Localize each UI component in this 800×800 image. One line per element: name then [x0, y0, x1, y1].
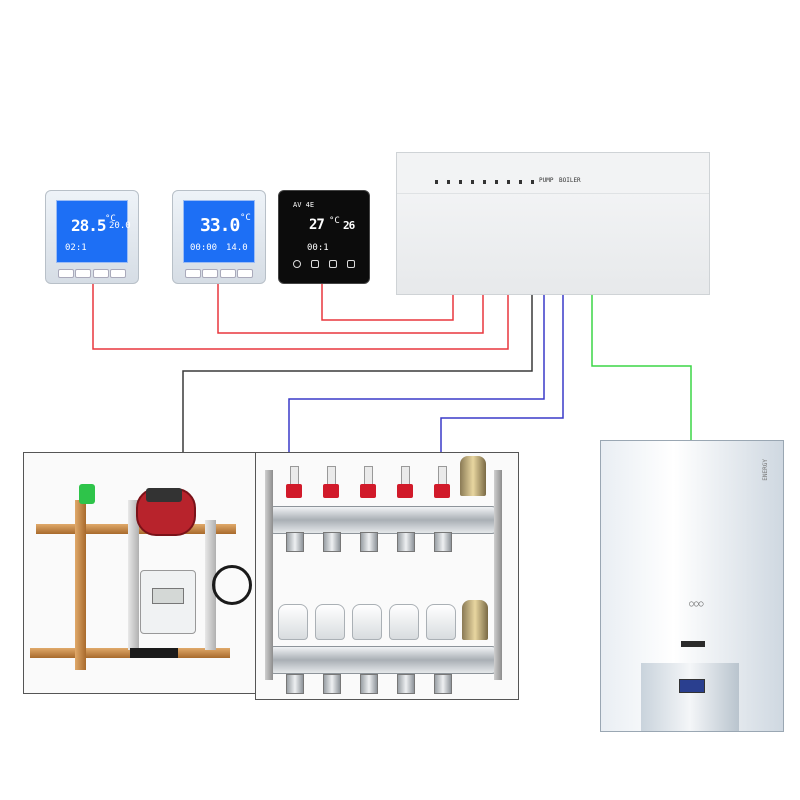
zone-led — [459, 180, 462, 184]
thermal-actuator — [352, 604, 382, 640]
thermostat-1[interactable]: 28.5 °C 20.0 02:1 — [45, 190, 139, 284]
flow-meter — [401, 466, 410, 486]
return-manifold-bar — [268, 646, 498, 674]
boiler-logo — [681, 641, 705, 647]
thermostat-2-button[interactable] — [219, 269, 236, 278]
pump-indicator-label: PUMP — [539, 177, 554, 184]
outlet-fitting — [397, 532, 415, 552]
controller-unit-screen — [152, 588, 184, 604]
flow-meter-valve-icon — [397, 484, 413, 498]
outlet-fitting — [323, 674, 341, 694]
thermostat-1-button[interactable] — [109, 269, 126, 278]
flow-meter-valve-icon — [360, 484, 376, 498]
thermostat-3-buttons[interactable] — [293, 260, 355, 269]
thermostat-1-unit: °C — [105, 214, 116, 224]
zone-led — [531, 180, 534, 184]
thermostat-1-button[interactable] — [58, 269, 74, 278]
mode-icon[interactable] — [311, 260, 319, 268]
thermostat-3-display: AV 4E 27 °C 26 00:1 — [285, 197, 363, 267]
thermostat-2[interactable]: 33.0 °C 00:00 14.0 — [172, 190, 266, 284]
immersion-pipe — [130, 648, 178, 658]
thermostat-2-unit: °C — [240, 213, 251, 223]
boiler-indicator-label: BOILER — [559, 177, 581, 184]
pump-wire — [182, 293, 533, 485]
thermostat-3-time: 00:1 — [307, 243, 329, 253]
flow-meter — [327, 466, 336, 486]
thermostat-2-buttons[interactable] — [185, 269, 253, 278]
zone-led — [447, 180, 450, 184]
controller-lid — [397, 153, 709, 194]
thermostat-2-wire — [217, 282, 484, 334]
outlet-fitting — [360, 532, 378, 552]
supply-manifold-bar — [268, 506, 498, 534]
thermal-actuator — [426, 604, 456, 640]
mixing-valve-cap-icon — [79, 484, 95, 504]
pipe — [128, 500, 139, 650]
outlet-fitting — [434, 674, 452, 694]
boiler-display — [679, 679, 705, 693]
air-vent-icon — [460, 456, 486, 496]
wiring-center-controller: PUMP BOILER — [396, 152, 710, 295]
manifold-bracket — [265, 470, 273, 680]
thermostat-1-setpoint: 20.0 — [109, 221, 131, 231]
zone-led — [435, 180, 438, 184]
thermostat-2-display: 33.0 °C 00:00 14.0 — [183, 200, 255, 263]
boiler-side-label: ENERGY — [762, 459, 769, 481]
up-icon[interactable] — [347, 260, 355, 268]
thermostat-3-setpoint: 26 — [343, 219, 355, 232]
pipe — [205, 520, 216, 650]
thermostat-3-wire — [321, 282, 454, 321]
manifold-bracket — [494, 470, 502, 680]
flow-meter-valve-icon — [323, 484, 339, 498]
outlet-fitting — [286, 674, 304, 694]
outlet-fitting — [286, 532, 304, 552]
thermostat-2-temperature: 33.0 — [200, 215, 240, 236]
zone-led — [471, 180, 474, 184]
wall-gas-boiler: ENERGY ○○○ — [600, 440, 784, 732]
zone-led — [519, 180, 522, 184]
boiler-control-panel — [641, 663, 739, 731]
flow-meter — [364, 466, 373, 486]
air-vent-icon — [462, 600, 488, 640]
thermostat-1-display: 28.5 °C 20.0 02:1 — [56, 200, 131, 263]
thermostat-3[interactable]: AV 4E 27 °C 26 00:1 — [278, 190, 370, 284]
zone-led — [483, 180, 486, 184]
thermostat-1-button[interactable] — [75, 269, 92, 278]
zone-led — [495, 180, 498, 184]
thermostat-3-header: AV 4E — [293, 201, 315, 209]
thermostat-1-wire — [92, 282, 509, 350]
controller-unit-icon — [140, 570, 196, 634]
outlet-fitting — [434, 532, 452, 552]
flow-meter — [438, 466, 447, 486]
zone-led — [507, 180, 510, 184]
thermal-actuator — [315, 604, 345, 640]
thermal-actuator — [389, 604, 419, 640]
thermostat-1-buttons[interactable] — [58, 269, 126, 278]
thermostat-2-time: 00:00 — [190, 243, 218, 253]
thermostat-2-button[interactable] — [185, 269, 201, 278]
thermal-actuator — [278, 604, 308, 640]
thermostat-1-temperature: 28.5 — [71, 216, 107, 235]
thermostat-3-temperature: 27 — [309, 217, 325, 233]
flow-meter-valve-icon — [286, 484, 302, 498]
pipe — [75, 500, 86, 670]
boiler-indicator-dots: ○○○ — [689, 599, 704, 608]
outlet-fitting — [397, 674, 415, 694]
outlet-fitting — [323, 532, 341, 552]
power-icon[interactable] — [293, 260, 301, 268]
pump-motor-box — [146, 488, 182, 502]
down-icon[interactable] — [329, 260, 337, 268]
thermostat-2-button[interactable] — [236, 269, 253, 278]
boiler-wire — [591, 293, 692, 446]
flow-meter — [290, 466, 299, 486]
thermostat-1-time: 02:1 — [65, 243, 87, 253]
outlet-fitting — [360, 674, 378, 694]
thermostat-3-unit: °C — [329, 216, 340, 226]
thermostat-2-button[interactable] — [202, 269, 219, 278]
flow-meter-valve-icon — [434, 484, 450, 498]
thermostat-1-button[interactable] — [92, 269, 109, 278]
power-cable-icon — [212, 565, 252, 605]
thermostat-2-floor-temperature: 14.0 — [226, 243, 248, 253]
